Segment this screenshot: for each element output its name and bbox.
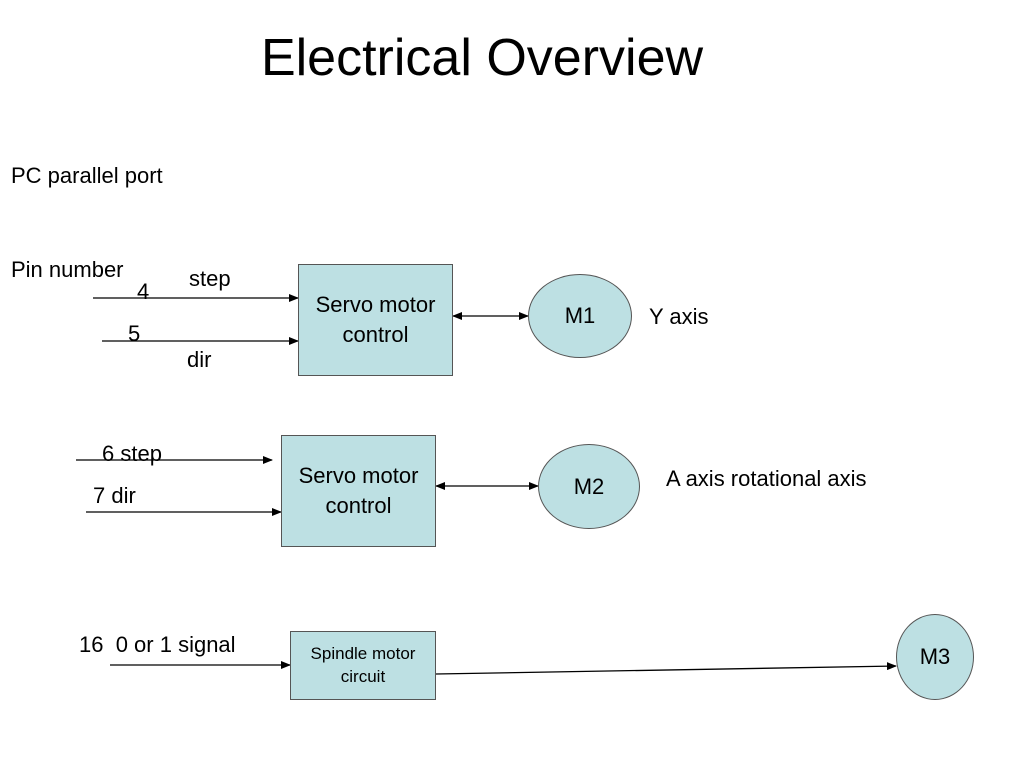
box-line-2: control <box>342 322 409 347</box>
pin-dir-number: 5 <box>128 321 141 346</box>
motor-m1: M1 <box>528 274 632 358</box>
step-label-1: step <box>189 266 231 291</box>
signal-label: 16 0 or 1 signal <box>79 632 236 657</box>
motor-m3: M3 <box>896 614 974 700</box>
dir-label-1: dir <box>187 347 212 372</box>
motor-m2: M2 <box>538 444 640 529</box>
pin-number-label: Pin number <box>11 257 124 282</box>
box-line-1: Spindle motor <box>310 643 416 663</box>
box-line-2: circuit <box>340 666 386 686</box>
axis-label-1: Y axis <box>649 304 709 329</box>
box-line-1: Servo motor <box>315 292 436 318</box>
box-line-1: Servo motor <box>298 463 419 489</box>
page-title: Electrical Overview <box>260 29 704 87</box>
servo-control-box-2: Servo motor control <box>281 435 436 547</box>
port-label: PC parallel port <box>11 163 163 188</box>
axis-label-2: A axis rotational axis <box>666 466 867 491</box>
box-line-2: control <box>325 493 392 518</box>
spindle-circuit-box: Spindle motor circuit <box>290 631 436 700</box>
step-label-2: 6 step <box>102 441 162 466</box>
spindle-motor-link <box>435 662 897 675</box>
servo-control-box-1: Servo motor control <box>298 264 453 376</box>
pin-step-number: 4 <box>137 279 150 304</box>
dir-label-2: 7 dir <box>93 483 136 508</box>
